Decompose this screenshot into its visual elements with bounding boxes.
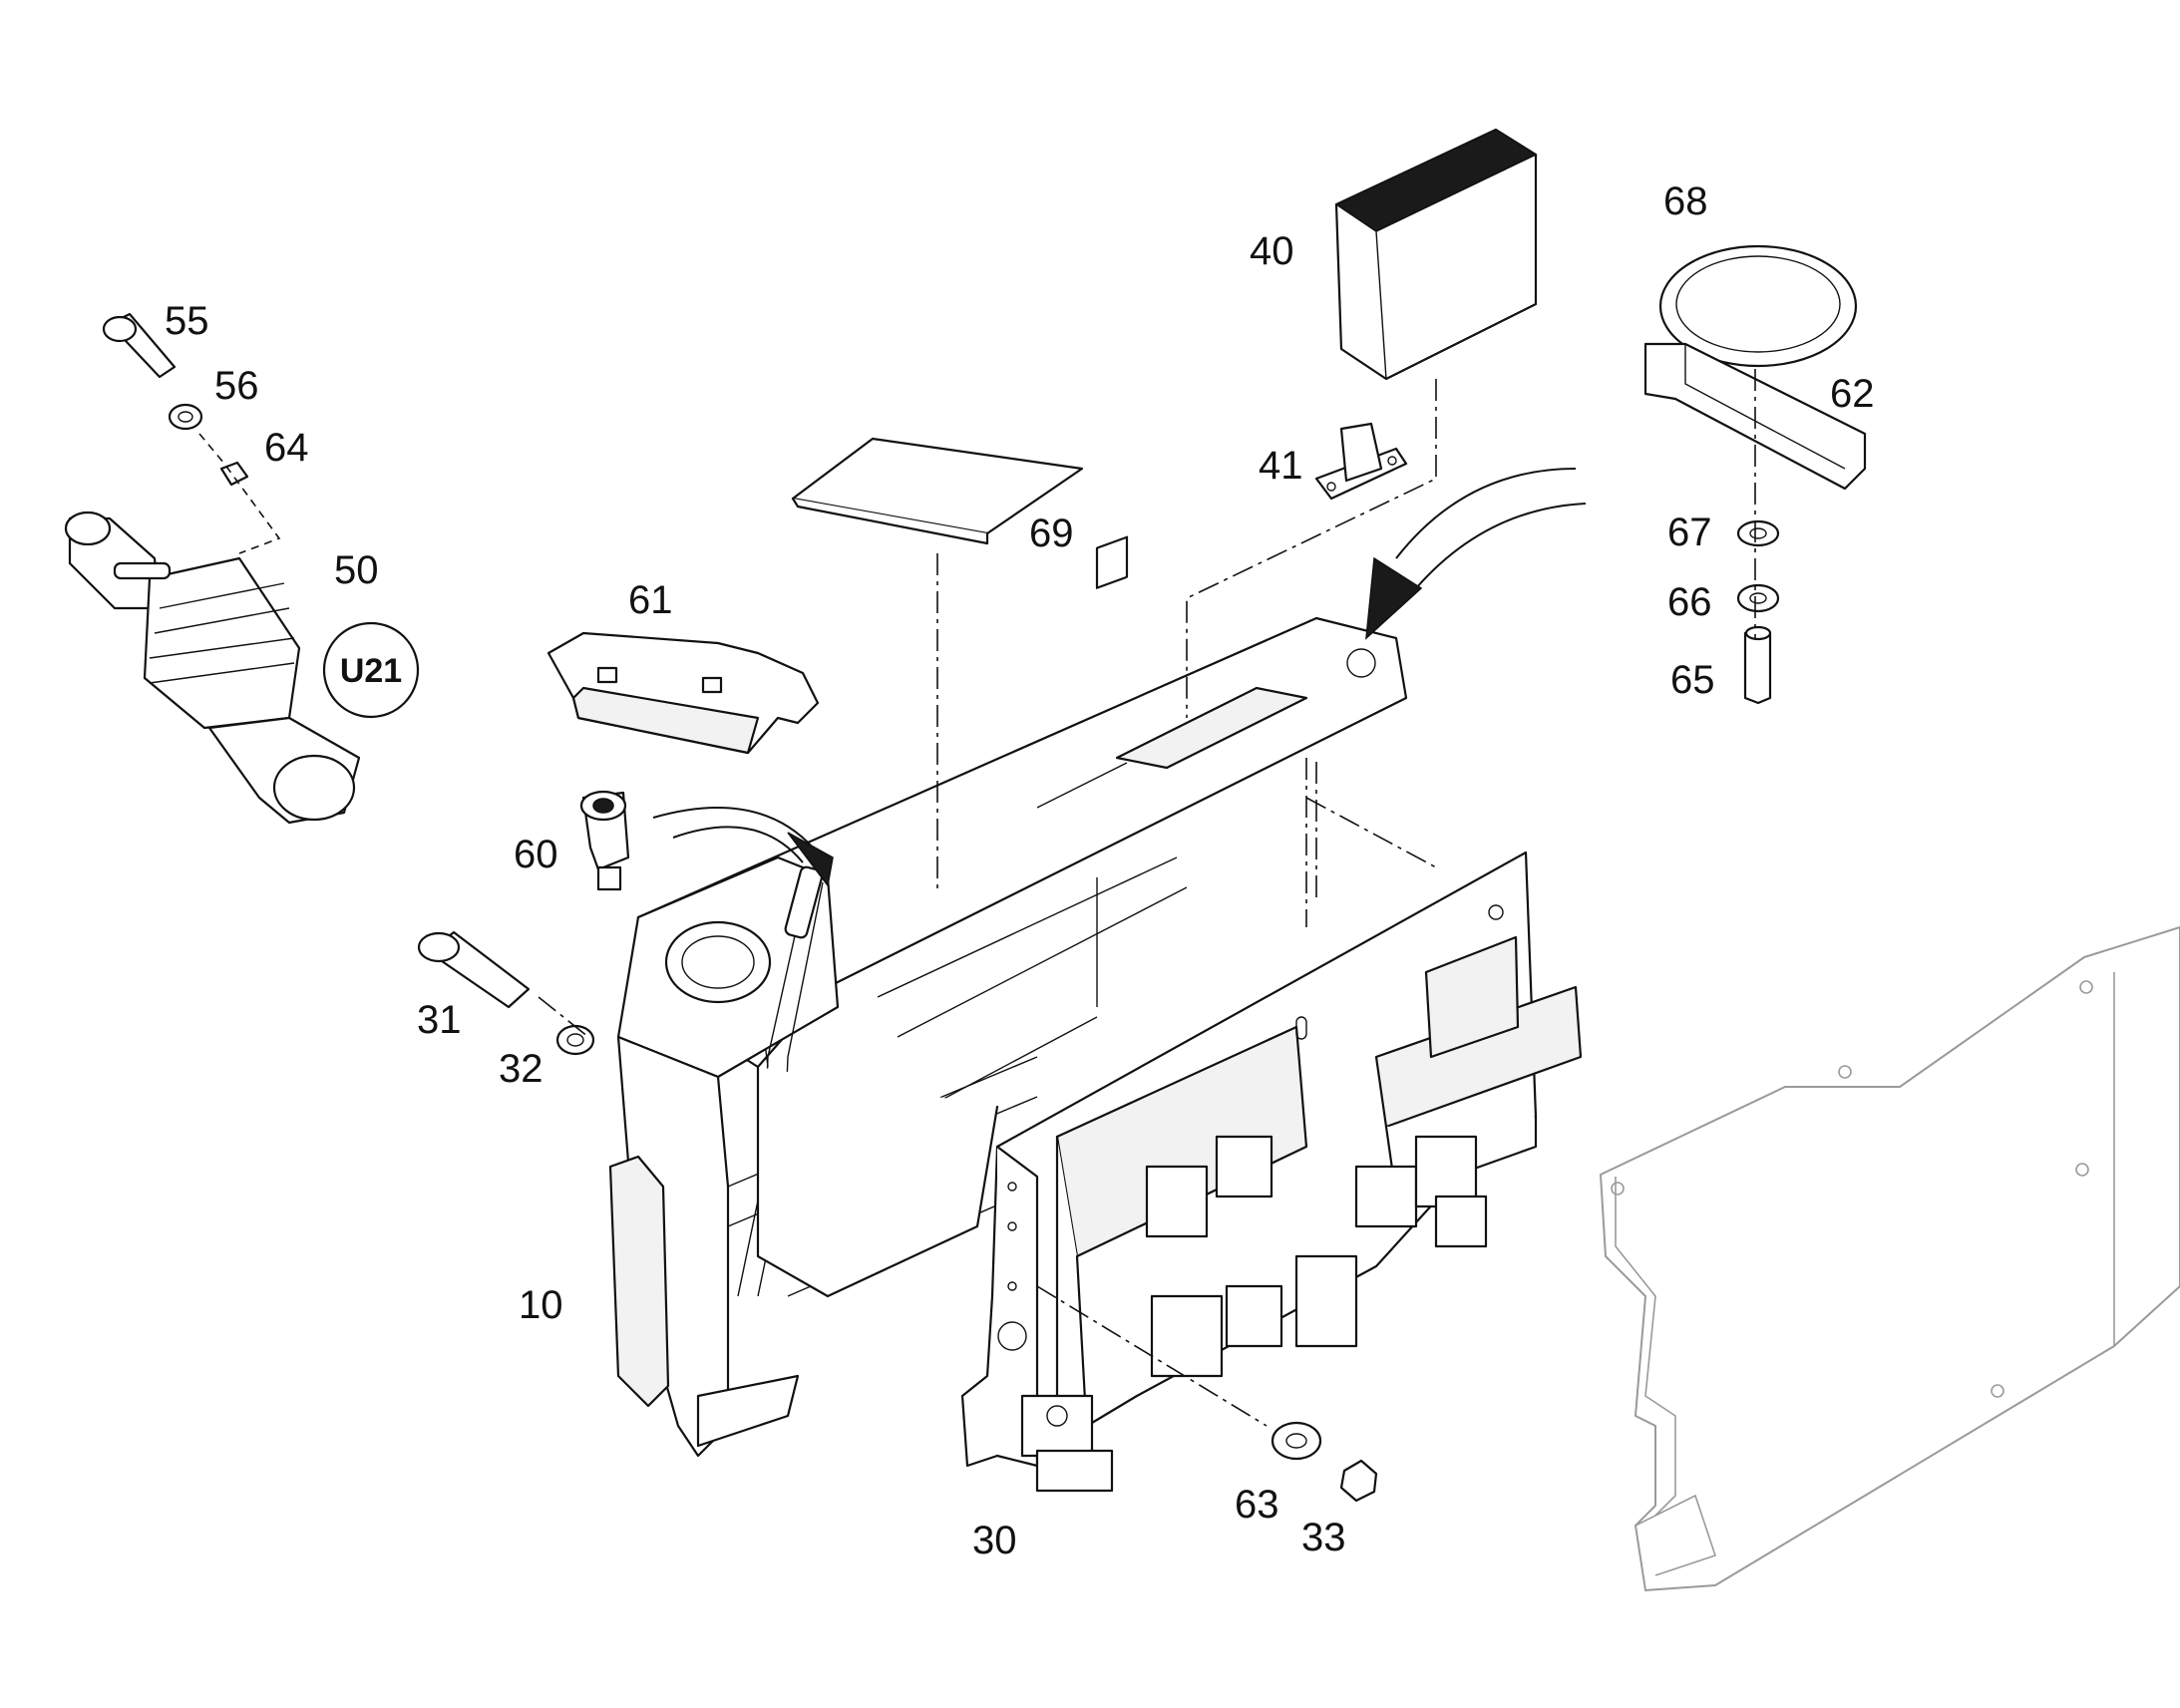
callout-66: 66 bbox=[1667, 580, 1712, 624]
insertion-arrows bbox=[652, 468, 1587, 887]
control-module bbox=[1334, 128, 1538, 381]
callout-63: 63 bbox=[1235, 1483, 1279, 1527]
callout-60: 60 bbox=[514, 833, 558, 876]
callout-31: 31 bbox=[417, 998, 462, 1042]
callout-55: 55 bbox=[165, 299, 209, 343]
callout-69: 69 bbox=[1029, 512, 1074, 555]
callout-50: 50 bbox=[334, 548, 379, 592]
callout-64: 64 bbox=[264, 426, 309, 470]
callout-30: 30 bbox=[972, 1519, 1017, 1562]
callout-65: 65 bbox=[1670, 658, 1715, 702]
plug-connector bbox=[1314, 422, 1408, 501]
callout-10: 10 bbox=[519, 1283, 563, 1327]
electronics-board bbox=[960, 851, 1583, 1493]
callout-56: 56 bbox=[214, 364, 259, 408]
callout-62: 62 bbox=[1830, 372, 1875, 416]
callout-labels: 10 30 31 32 33 40 41 50 55 56 60 61 62 6… bbox=[165, 179, 1875, 1562]
cover-plate bbox=[791, 437, 1084, 545]
console-frame bbox=[608, 535, 1408, 1458]
callout-32: 32 bbox=[499, 1047, 544, 1091]
callout-41: 41 bbox=[1259, 444, 1303, 488]
callout-67: 67 bbox=[1667, 511, 1712, 554]
callout-68: 68 bbox=[1663, 179, 1708, 223]
rocker-switch bbox=[579, 790, 630, 891]
callout-40: 40 bbox=[1250, 229, 1294, 273]
storage-lid bbox=[546, 631, 820, 755]
leader-lines bbox=[198, 369, 1756, 1427]
housing-cover-panel bbox=[1600, 926, 2180, 1591]
reference-badge-label: U21 bbox=[340, 652, 402, 690]
hardware-rear bbox=[1271, 1421, 1378, 1503]
reference-badge: U21 bbox=[322, 621, 420, 719]
joystick bbox=[64, 511, 361, 825]
callout-61: 61 bbox=[628, 578, 673, 622]
callout-33: 33 bbox=[1301, 1516, 1346, 1559]
